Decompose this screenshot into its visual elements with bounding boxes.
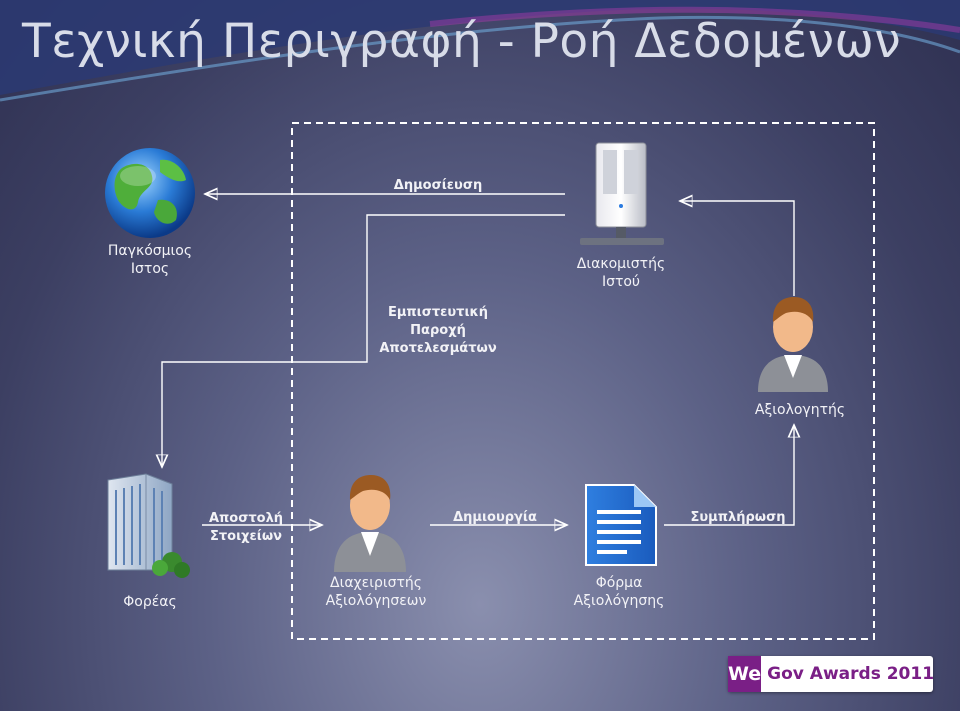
server-icon: [580, 142, 664, 245]
edge-label-send-data: Αποστολή Στοιχείων: [208, 511, 284, 544]
node-label-admin: Διαχειριστής Αξιολόγησεων: [325, 575, 427, 609]
badge-awards-text: Gov Awards 2011: [767, 664, 935, 684]
node-label-agency: Φορέας: [123, 594, 177, 610]
edge-label-complete: Συμπλήρωση: [690, 510, 786, 525]
node-label-server: Διακομιστής Ιστού: [576, 256, 666, 290]
edge-label-create: Δημιουργία: [453, 510, 537, 525]
edge-complete-line: [664, 425, 794, 526]
evaluator-person-icon: [758, 297, 828, 392]
edge-label-publish: Δημοσίευση: [393, 178, 483, 193]
edge-confidential-line: [162, 214, 565, 467]
edge-label-confidential: Εμπιστευτική Παροχή Αποτελεσμάτων: [379, 305, 497, 356]
building-icon: [107, 473, 190, 578]
node-label-web: Παγκόσμιος Ιστος: [107, 243, 193, 277]
system-boundary: [291, 122, 875, 640]
header-swoosh: [0, 0, 960, 102]
page-title: Τεχνική Περιγραφή - Ροή Δεδομένων: [22, 14, 902, 69]
globe-icon: [105, 148, 195, 238]
badge-we-text: We: [728, 656, 762, 692]
node-label-form: Φόρμα Αξιολόγησης: [573, 575, 665, 609]
node-label-evaluator: Αξιολογητής: [754, 402, 846, 418]
admin-person-icon: [334, 475, 406, 572]
document-icon: [585, 484, 657, 566]
wegov-awards-badge: We Gov Awards 2011: [728, 656, 935, 692]
edge-evaluator-server-line: [680, 201, 795, 296]
